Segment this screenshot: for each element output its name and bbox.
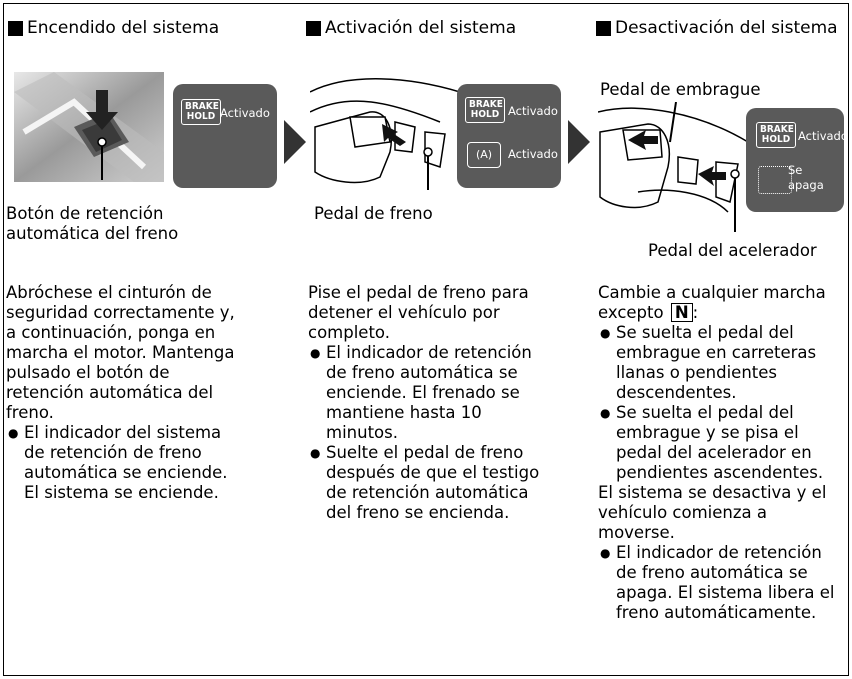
auto-hold-icon: (A) bbox=[467, 142, 501, 168]
button-illustration bbox=[14, 72, 164, 186]
next-arrow-icon bbox=[284, 120, 306, 164]
caption-line: Pedal de embrague bbox=[600, 80, 761, 99]
indicator-off-outline bbox=[758, 166, 792, 194]
heading-text: Encendido del sistema bbox=[27, 18, 220, 38]
section-heading: Activación del sistema bbox=[306, 18, 516, 38]
clutch-pedal-label: Pedal de embrague bbox=[600, 80, 760, 100]
brake-hold-button-icon bbox=[14, 72, 164, 182]
next-arrow-icon bbox=[568, 120, 590, 164]
section-heading: Desactivación del sistema bbox=[596, 18, 838, 38]
clutch-accelerator-pedals-icon bbox=[597, 101, 749, 232]
gear-n-badge: N bbox=[670, 303, 693, 322]
illustration-caption: Botón de retención automática del freno bbox=[6, 204, 178, 244]
square-bullet-icon bbox=[306, 20, 321, 36]
illustration-caption: Pedal del acelerador bbox=[648, 241, 817, 261]
caption-line: Pedal del acelerador bbox=[648, 241, 817, 260]
brake-pedal-foot-icon bbox=[309, 78, 461, 190]
square-bullet-icon bbox=[8, 20, 23, 36]
indicator-status: Activado bbox=[220, 106, 270, 120]
indicator-status: Activado bbox=[508, 147, 558, 161]
caption-line: Botón de retención bbox=[6, 204, 164, 223]
section-heading: Encendido del sistema bbox=[8, 18, 219, 38]
heading-text: Activación del sistema bbox=[325, 18, 517, 38]
indicator-status: Activado bbox=[798, 129, 848, 143]
indicator-off-text: Se apaga bbox=[788, 163, 824, 193]
off-text-line: apaga bbox=[788, 178, 824, 192]
pedals-illustration bbox=[597, 101, 749, 241]
square-bullet-icon bbox=[596, 20, 611, 36]
indicator-status: Activado bbox=[508, 104, 558, 118]
off-text-line: Se bbox=[788, 163, 803, 177]
heading-text: Desactivación del sistema bbox=[615, 18, 838, 38]
caption-line: automática del freno bbox=[6, 224, 179, 243]
illustration-caption: Pedal de freno bbox=[314, 204, 433, 224]
caption-line: Pedal de freno bbox=[314, 204, 433, 223]
brake-pedal-illustration bbox=[309, 72, 461, 196]
page-frame bbox=[3, 3, 849, 676]
